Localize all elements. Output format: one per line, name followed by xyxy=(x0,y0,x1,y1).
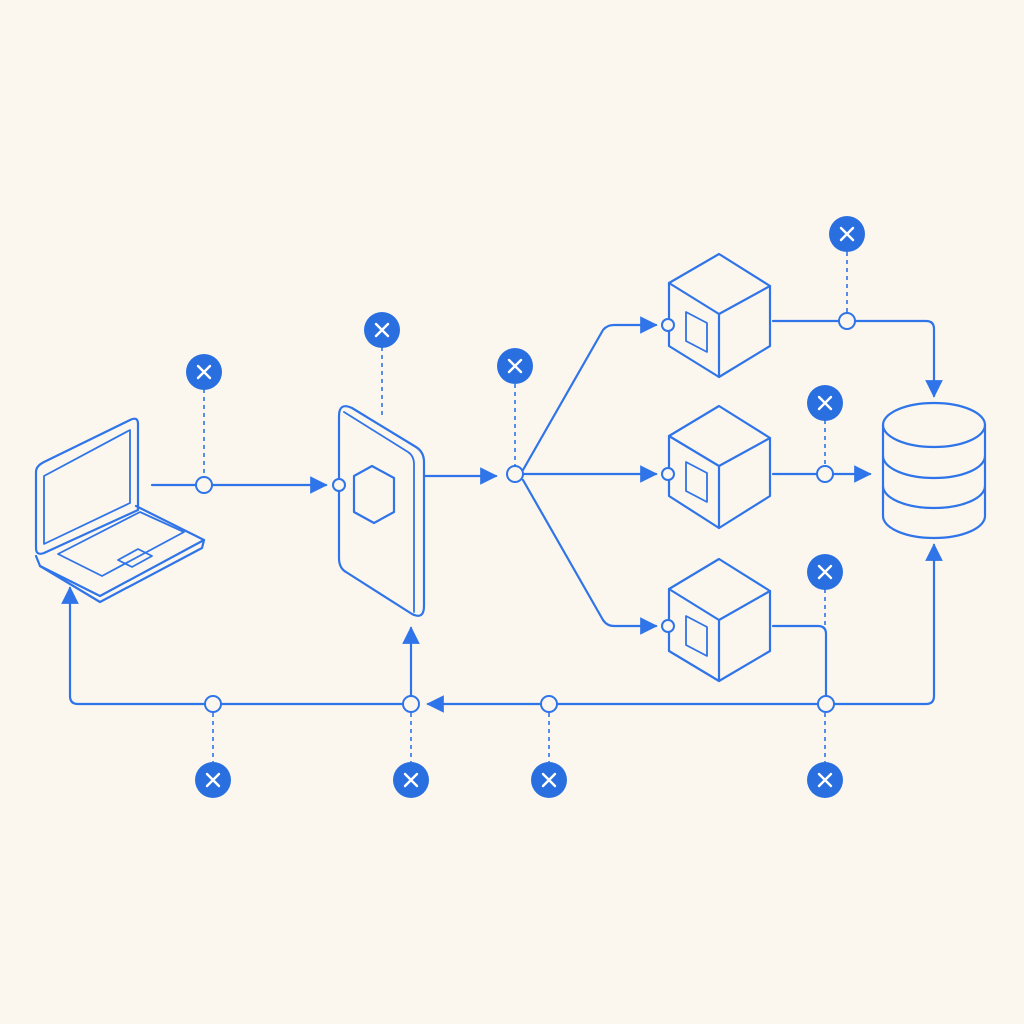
close-icon[interactable] xyxy=(807,762,843,798)
service-cube-top xyxy=(667,252,772,379)
close-icon[interactable] xyxy=(364,312,400,348)
close-icon[interactable] xyxy=(829,216,865,252)
close-icon[interactable] xyxy=(393,762,429,798)
close-icon[interactable] xyxy=(531,762,567,798)
node-router xyxy=(506,465,524,483)
gateway-panel-icon xyxy=(337,405,426,617)
node-service-middle-in xyxy=(661,467,675,481)
connectors xyxy=(61,316,943,713)
close-icon[interactable] xyxy=(497,348,533,384)
connector-router-to-service-bottom xyxy=(521,478,658,635)
node-service-middle-out xyxy=(816,465,834,483)
connection-nodes xyxy=(195,312,856,713)
close-icon[interactable] xyxy=(807,385,843,421)
node-bus-middle xyxy=(540,695,558,713)
close-icon[interactable] xyxy=(195,762,231,798)
node-client-out xyxy=(195,476,213,494)
database-icon xyxy=(881,401,987,540)
laptop-icon xyxy=(34,417,206,604)
node-service-bottom-in xyxy=(661,619,675,633)
node-bus-right xyxy=(817,695,835,713)
service-cube-bottom xyxy=(667,557,772,683)
connector-bus-to-database xyxy=(832,543,943,706)
service-cube-middle xyxy=(667,404,772,530)
connector-service-top-to-database xyxy=(771,319,943,398)
node-service-top-in xyxy=(661,318,675,332)
node-bus-left xyxy=(204,695,222,713)
close-icon[interactable] xyxy=(186,354,222,390)
connector-router-to-service-top xyxy=(521,316,658,472)
node-service-top-out xyxy=(838,312,856,330)
connector-bus-to-client xyxy=(61,586,405,706)
close-icon[interactable] xyxy=(807,554,843,590)
badges xyxy=(186,216,865,798)
connector-service-bottom-to-bus xyxy=(771,624,828,698)
node-bus-gateway xyxy=(402,695,420,713)
node-gateway-in xyxy=(332,478,346,492)
dashed-leaders xyxy=(203,252,848,762)
